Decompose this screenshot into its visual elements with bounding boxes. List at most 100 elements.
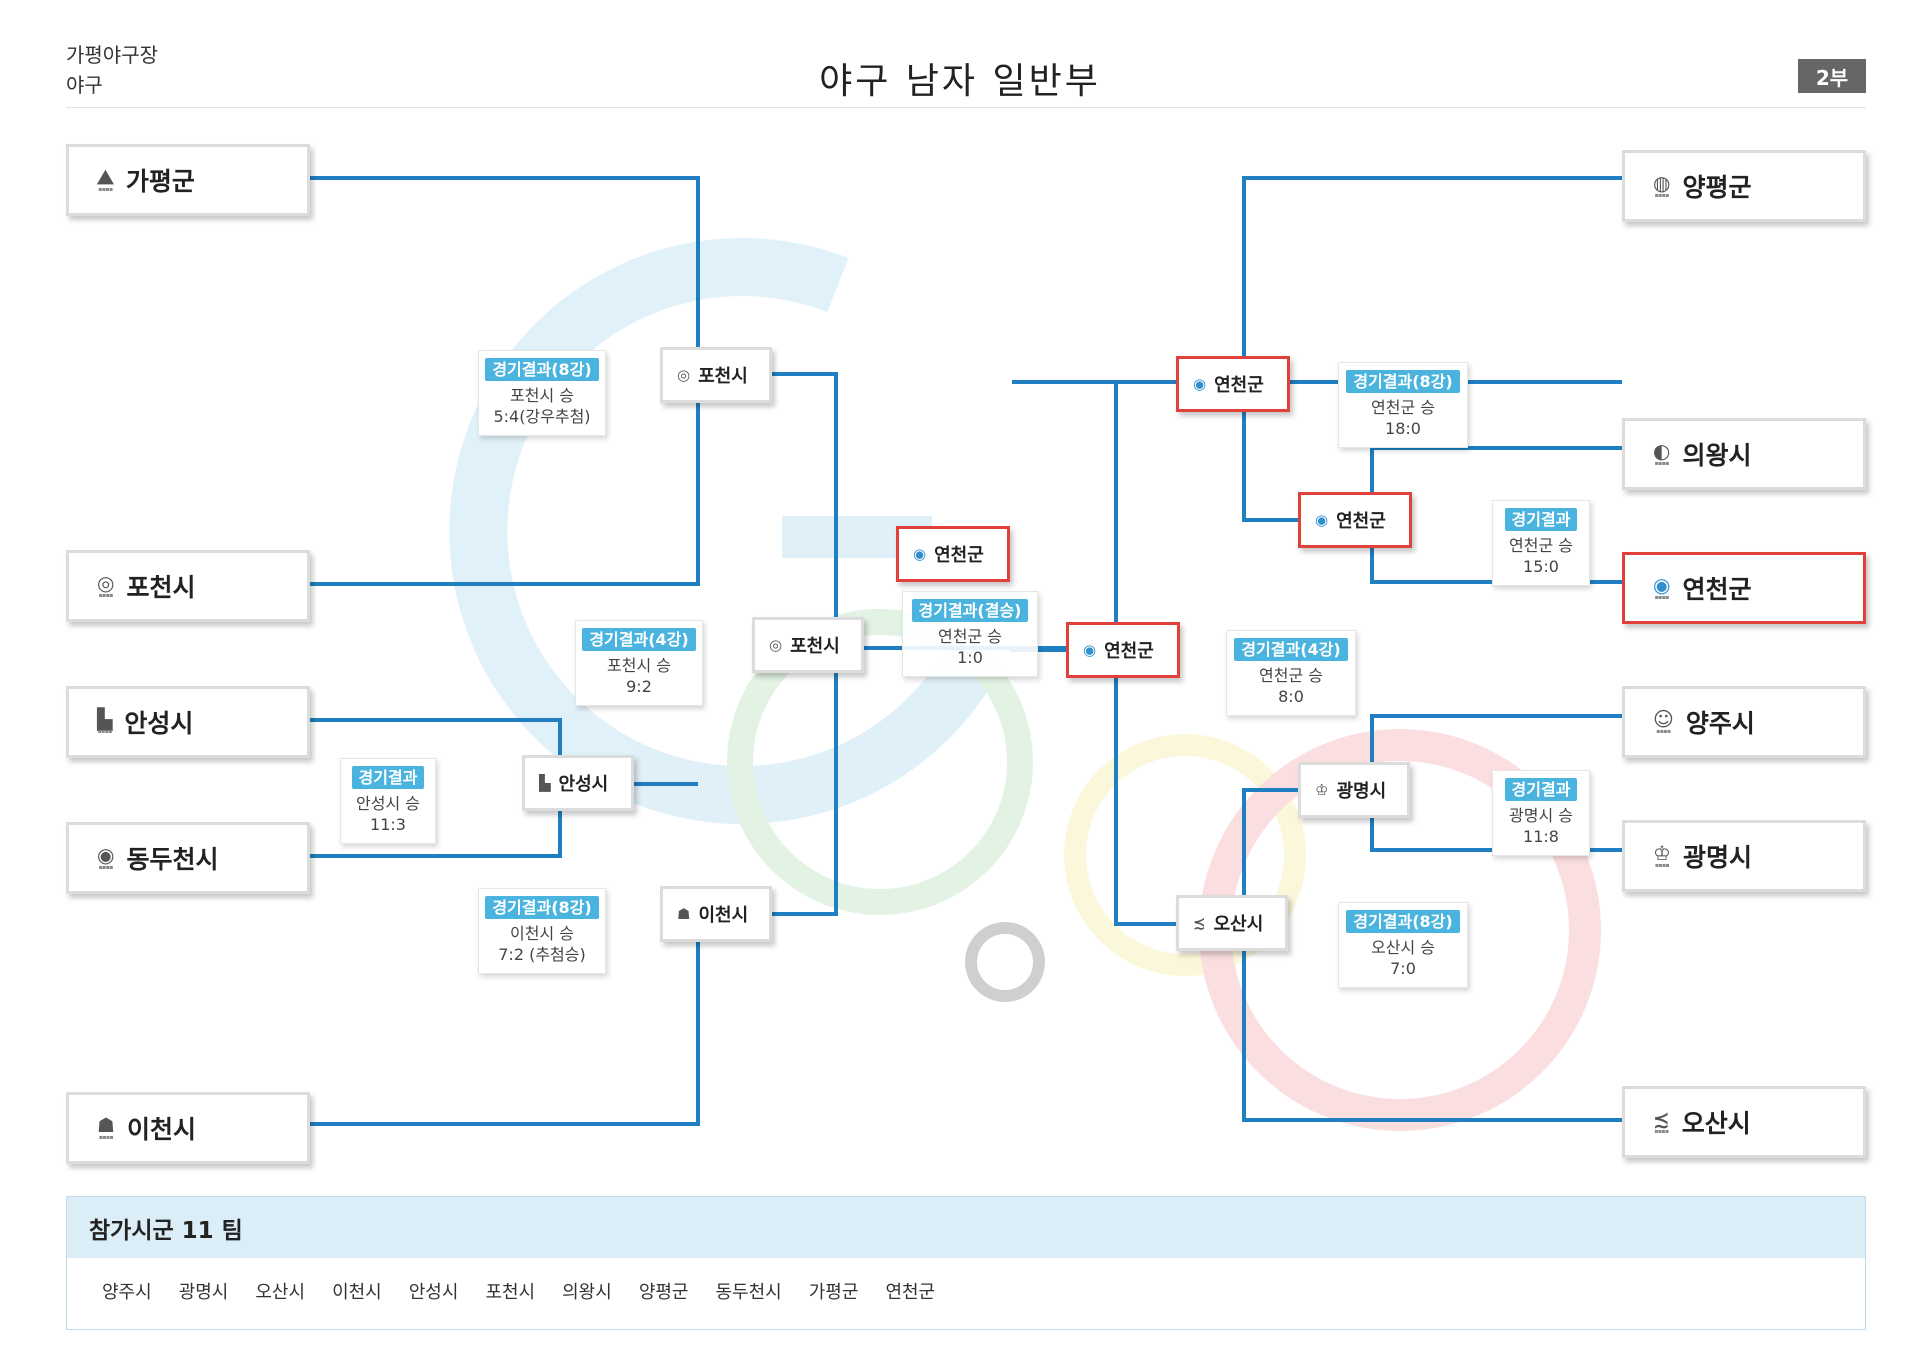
result-score: 11:8 <box>1523 827 1559 846</box>
result-label: 경기결과(8강) <box>485 896 599 919</box>
team-name: 광명시 <box>1336 781 1387 802</box>
advance-slot-right-r1b[interactable]: ♔ 광명시 <box>1298 762 1410 818</box>
team-name: 포천시 <box>126 573 196 602</box>
result-box-left-sf[interactable]: 경기결과(4강) 포천시 승 9:2 <box>575 620 703 706</box>
team-slot-yangpyeong[interactable]: ◍▪▪▪▪ 양평군 <box>1622 150 1866 222</box>
advance-slot-left-qf2[interactable]: ☗ 이천시 <box>660 886 772 942</box>
participant-name[interactable]: 양평군 <box>638 1282 689 1303</box>
team-name: 양주시 <box>1685 709 1755 738</box>
gwangmyeong-emblem-icon: ♔▪▪▪▪ <box>1653 841 1671 869</box>
participant-name[interactable]: 안성시 <box>408 1282 459 1303</box>
participant-name[interactable]: 이천시 <box>332 1282 382 1303</box>
anseong-emblem-icon: ▙ <box>539 774 551 792</box>
participant-name[interactable]: 광명시 <box>178 1282 229 1303</box>
division-badge[interactable]: 2부 <box>1798 59 1866 93</box>
header-divider <box>66 107 1866 108</box>
team-name: 연천군 <box>1214 375 1264 396</box>
bracket-connector <box>310 374 700 586</box>
result-box-right-r1b[interactable]: 경기결과 광명시 승 11:8 <box>1492 770 1590 856</box>
result-box-right-r1a[interactable]: 경기결과 연천군 승 15:0 <box>1492 500 1590 586</box>
watermark-ring-yellow <box>1064 734 1306 976</box>
bracket-connector <box>310 176 700 374</box>
bracket-connector <box>772 372 838 648</box>
result-box-left-qf2[interactable]: 경기결과(8강) 이천시 승 7:2 (추첨승) <box>478 888 606 974</box>
result-box-final[interactable]: 경기결과(결승) 연천군 승 1:0 <box>902 591 1038 677</box>
advance-slot-right-qf2[interactable]: ≾ 오산시 <box>1176 895 1288 951</box>
yeoncheon-emblem-icon: ◉ <box>1193 375 1207 393</box>
result-score: 9:2 <box>626 677 652 696</box>
result-score: 1:0 <box>957 648 983 667</box>
sport-name: 야구 <box>66 73 103 97</box>
team-slot-uiwang[interactable]: ◐▪▪▪▪ 의왕시 <box>1622 418 1866 490</box>
team-name: 연천군 <box>1682 575 1752 604</box>
result-score: 18:0 <box>1385 419 1421 438</box>
team-name: 오산시 <box>1681 1109 1751 1138</box>
team-slot-anseong[interactable]: ▙▪▪▪▪ 안성시 <box>66 686 310 758</box>
team-slot-yeoncheon[interactable]: ◉▪▪▪▪ 연천군 <box>1622 552 1866 624</box>
team-slot-osan[interactable]: ≾▪▪▪▪ 오산시 <box>1622 1086 1866 1158</box>
result-label: 경기결과(8강) <box>485 358 599 381</box>
participant-name[interactable]: 양주시 <box>102 1282 152 1303</box>
pocheon-emblem-icon: ◎ <box>769 636 783 654</box>
result-winner: 오산시 승 <box>1371 938 1435 957</box>
bracket-connector <box>1114 382 1180 652</box>
icheon-emblem-icon: ☗▪▪▪▪ <box>97 1113 115 1141</box>
result-box-right-qf1[interactable]: 경기결과(8강) 연천군 승 18:0 <box>1338 362 1468 448</box>
result-score: 15:0 <box>1523 557 1559 576</box>
venue-info: 가평야구장 야구 <box>66 40 158 100</box>
dongducheon-emblem-icon: ◉▪▪▪▪ <box>97 843 115 871</box>
result-label: 경기결과 <box>1504 778 1578 801</box>
result-label: 경기결과(8강) <box>1346 370 1460 393</box>
result-score: 11:3 <box>370 815 406 834</box>
participant-name[interactable]: 연천군 <box>885 1282 936 1303</box>
result-box-left-r1[interactable]: 경기결과 안성시 승 11:3 <box>340 758 436 844</box>
team-name: 동두천시 <box>126 845 219 874</box>
result-score: 7:2 (추첨승) <box>498 945 586 964</box>
watermark-ring-grey <box>965 922 1045 1002</box>
advance-slot-right-qf1[interactable]: ◉ 연천군 <box>1176 356 1290 412</box>
team-name: 오산시 <box>1213 914 1264 935</box>
result-winner: 연천군 승 <box>1259 666 1323 685</box>
team-name: 이천시 <box>698 905 749 926</box>
gwangmyeong-emblem-icon: ♔ <box>1315 781 1329 799</box>
result-box-left-qf[interactable]: 경기결과(8강) 포천시 승 5:4(강우추첨) <box>478 350 606 436</box>
participant-name[interactable]: 가평군 <box>808 1282 859 1303</box>
participant-name[interactable]: 동두천시 <box>715 1282 782 1303</box>
result-score: 5:4(강우추첨) <box>493 407 591 426</box>
result-winner: 연천군 승 <box>938 627 1002 646</box>
team-name: 이천시 <box>126 1115 196 1144</box>
result-label: 경기결과(결승) <box>911 599 1029 622</box>
bracket-connector <box>310 914 700 1126</box>
result-label: 경기결과 <box>351 766 425 789</box>
osan-emblem-icon: ≾▪▪▪▪ <box>1653 1107 1670 1135</box>
advance-slot-right-r1a[interactable]: ◉ 연천군 <box>1298 492 1412 548</box>
team-slot-pocheon[interactable]: ◎▪▪▪▪ 포천시 <box>66 550 310 622</box>
advance-slot-left-qf[interactable]: ◎ 포천시 <box>660 347 772 403</box>
advance-slot-right-sf[interactable]: ◉ 연천군 <box>1066 622 1180 678</box>
team-slot-dongducheon[interactable]: ◉▪▪▪▪ 동두천시 <box>66 822 310 894</box>
team-slot-gapyeong[interactable]: ⛰▪▪▪▪ 가평군 <box>66 144 310 216</box>
participant-name[interactable]: 오산시 <box>255 1282 306 1303</box>
team-slot-icheon[interactable]: ☗▪▪▪▪ 이천시 <box>66 1092 310 1164</box>
advance-slot-left-sf[interactable]: ◎ 포천시 <box>752 617 864 673</box>
participant-name[interactable]: 의왕시 <box>562 1282 612 1303</box>
participant-name[interactable]: 포천시 <box>485 1282 536 1303</box>
icheon-emblem-icon: ☗ <box>677 905 691 923</box>
result-box-right-sf[interactable]: 경기결과(4강) 연천군 승 8:0 <box>1226 630 1356 716</box>
yangpyeong-emblem-icon: ◍▪▪▪▪ <box>1653 171 1671 199</box>
advance-slot-left-r1[interactable]: ▙ 안성시 <box>522 755 634 811</box>
osan-emblem-icon: ≾ <box>1193 914 1206 932</box>
yeoncheon-emblem-icon: ◉ <box>1083 641 1097 659</box>
team-slot-yangju[interactable]: ☺▪▪▪▪ 양주시 <box>1622 686 1866 758</box>
result-winner: 포천시 승 <box>607 656 671 675</box>
team-name: 양평군 <box>1682 173 1752 202</box>
result-box-right-qf2[interactable]: 경기결과(8강) 오산시 승 7:0 <box>1338 902 1468 988</box>
watermark-arc-blue <box>449 238 993 825</box>
team-slot-gwangmyeong[interactable]: ♔▪▪▪▪ 광명시 <box>1622 820 1866 892</box>
result-label: 경기결과(8강) <box>1346 910 1460 933</box>
participants-heading: 참가시군 11 팀 <box>66 1196 1866 1258</box>
bracket-connector <box>1114 650 1176 926</box>
uiwang-emblem-icon: ◐▪▪▪▪ <box>1653 439 1671 467</box>
champion-slot[interactable]: ◉ 연천군 <box>896 526 1010 582</box>
team-name: 연천군 <box>934 545 984 566</box>
